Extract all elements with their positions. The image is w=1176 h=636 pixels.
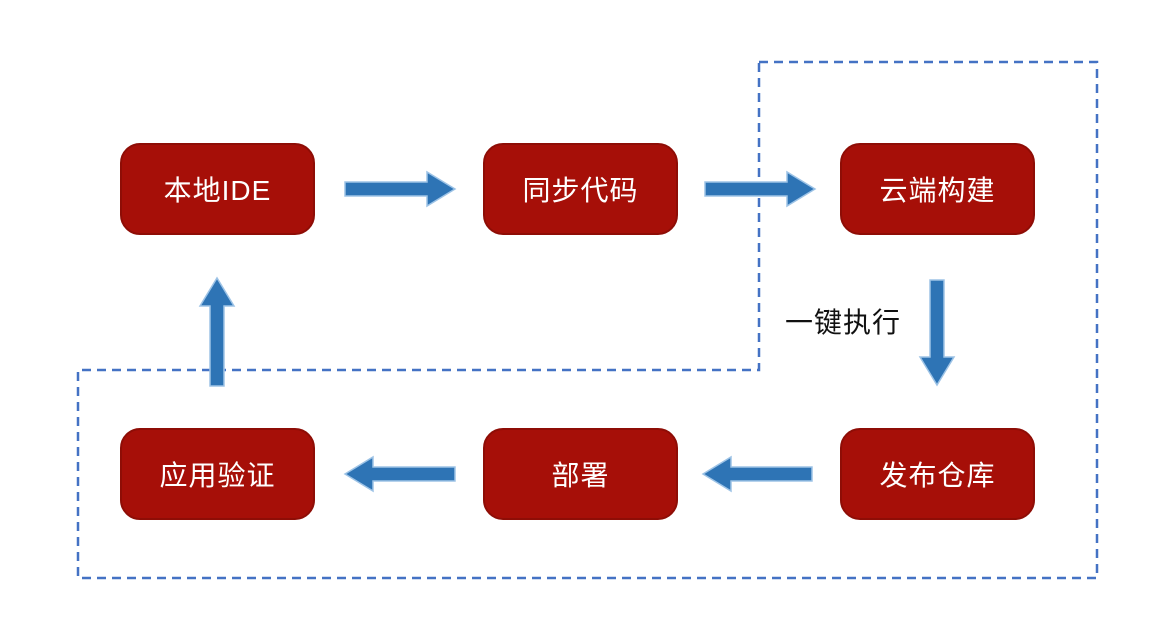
- one-click-region-dashed-border: [76, 60, 1099, 580]
- one-click-execution-annotation: 一键执行: [785, 307, 902, 338]
- node-deploy: 部署: [483, 428, 678, 520]
- node-local-ide: 本地IDE: [120, 143, 315, 235]
- arrow-sync-code-to-cloud-build: [704, 170, 817, 208]
- node-cloud-build-label: 云端构建: [879, 175, 996, 206]
- node-app-verify: 应用验证: [120, 428, 315, 520]
- arrow-deploy-to-app-verify: [343, 455, 456, 493]
- arrow-local-ide-to-sync-code: [344, 170, 457, 208]
- node-deploy-label: 部署: [551, 460, 610, 491]
- arrow-release-repo-to-deploy: [701, 455, 813, 493]
- node-local-ide-label: 本地IDE: [163, 175, 272, 206]
- node-cloud-build: 云端构建: [840, 143, 1035, 235]
- node-sync-code-label: 同步代码: [522, 175, 639, 206]
- arrow-cloud-build-to-release-repo: [918, 279, 956, 387]
- node-release-repo: 发布仓库: [840, 428, 1035, 520]
- node-app-verify-label: 应用验证: [159, 460, 276, 491]
- node-sync-code: 同步代码: [483, 143, 678, 235]
- arrow-app-verify-to-local-ide: [198, 276, 236, 387]
- node-release-repo-label: 发布仓库: [879, 460, 996, 491]
